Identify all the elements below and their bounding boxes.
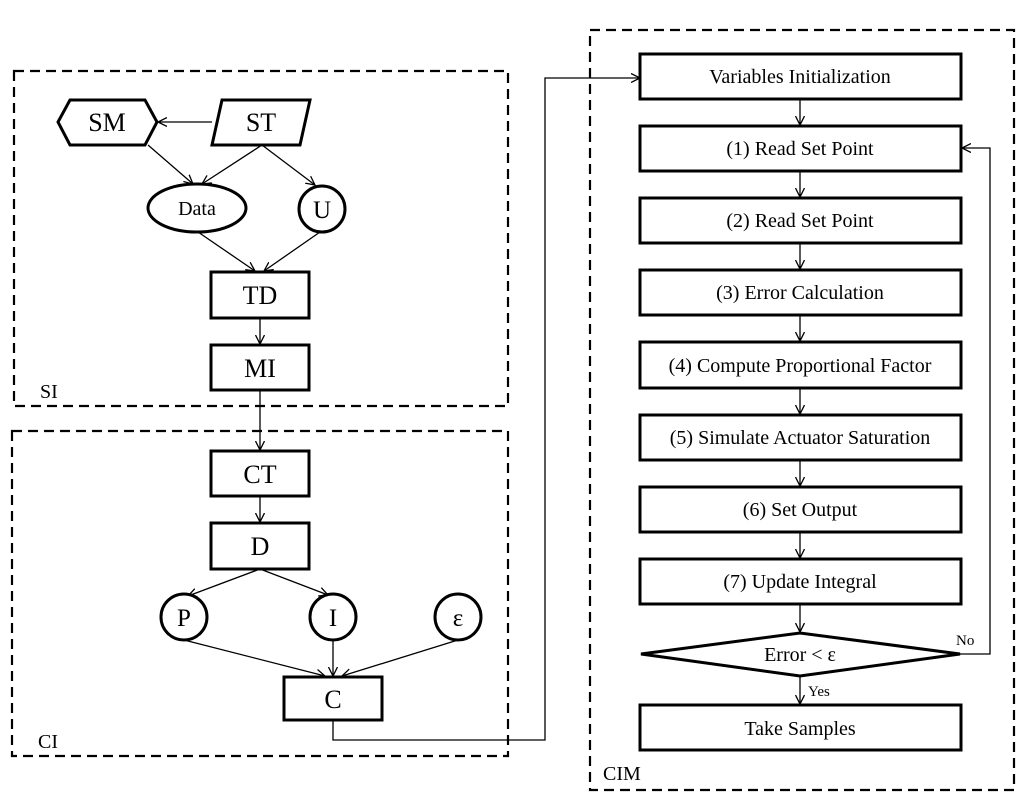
ci-region-label: CI <box>38 731 58 753</box>
ct-node <box>209 449 311 498</box>
u-to-td-arrow <box>264 231 321 271</box>
cim-decision-label: Error < ε <box>764 644 836 666</box>
data-node-label: Data <box>178 198 216 220</box>
mi-node-label: MI <box>244 354 276 383</box>
cim-step-5 <box>638 413 963 462</box>
si-region <box>12 69 510 408</box>
cim-step-1-label: (1) Read Set Point <box>726 138 874 160</box>
decision-yes-label: Yes <box>808 684 830 700</box>
sm-node-label: SM <box>88 108 126 137</box>
cim-step-7-label: (7) Update Integral <box>723 571 877 593</box>
data-to-td-arrow <box>197 231 255 271</box>
c-to-cim-arrow <box>332 78 640 741</box>
td-node <box>209 270 311 320</box>
p-to-c-arrow <box>183 639 325 676</box>
cim-step-4 <box>638 340 963 390</box>
decision-no-loop-arrow <box>960 148 991 655</box>
sm-to-data-arrow <box>147 144 193 184</box>
st-to-data-arrow <box>202 144 263 184</box>
cim-step-4-label: (4) Compute Proportional Factor <box>669 355 932 377</box>
cim-step-3-label: (3) Error Calculation <box>716 282 884 304</box>
p-node <box>159 592 209 642</box>
cim-region <box>588 28 1016 792</box>
mi-node <box>209 343 311 392</box>
eps-to-c-arrow <box>342 639 459 676</box>
c-node-label: C <box>324 685 341 714</box>
epsilon-node <box>433 592 483 642</box>
cim-step-6-label: (6) Set Output <box>743 499 858 521</box>
u-node-label: U <box>313 197 331 224</box>
u-node <box>297 184 347 234</box>
st-node <box>210 98 312 147</box>
d-node-label: D <box>251 532 270 561</box>
sm-node <box>56 98 159 147</box>
si-region-label: SI <box>40 381 58 403</box>
cim-step-3 <box>638 268 963 317</box>
i-node-label: I <box>329 605 337 632</box>
i-node <box>308 592 358 642</box>
epsilon-node-label: ε <box>453 605 464 632</box>
d-to-i-arrow <box>259 568 328 595</box>
cim-init-label: Variables Initialization <box>709 66 891 88</box>
cim-step-2 <box>638 196 963 245</box>
ct-node-label: CT <box>243 460 276 489</box>
p-node-label: P <box>177 605 191 632</box>
d-to-p-arrow <box>188 568 261 596</box>
cim-step-6 <box>638 485 963 534</box>
cim-step-5-label: (5) Simulate Actuator Saturation <box>670 427 931 449</box>
td-node-label: TD <box>243 281 278 310</box>
d-node <box>209 521 311 571</box>
c-node <box>282 675 384 722</box>
cim-step-7 <box>638 557 963 606</box>
st-to-u-arrow <box>261 144 315 185</box>
data-node <box>146 182 248 234</box>
decision-no-label: No <box>956 633 974 649</box>
cim-step-2-label: (2) Read Set Point <box>726 210 874 232</box>
cim-init-step <box>638 52 963 101</box>
cim-samples-step <box>638 703 963 752</box>
cim-samples-label: Take Samples <box>744 718 856 740</box>
cim-decision <box>640 631 961 678</box>
st-node-label: ST <box>246 108 276 137</box>
cim-region-label: CIM <box>603 763 641 785</box>
cim-step-1 <box>638 124 963 173</box>
